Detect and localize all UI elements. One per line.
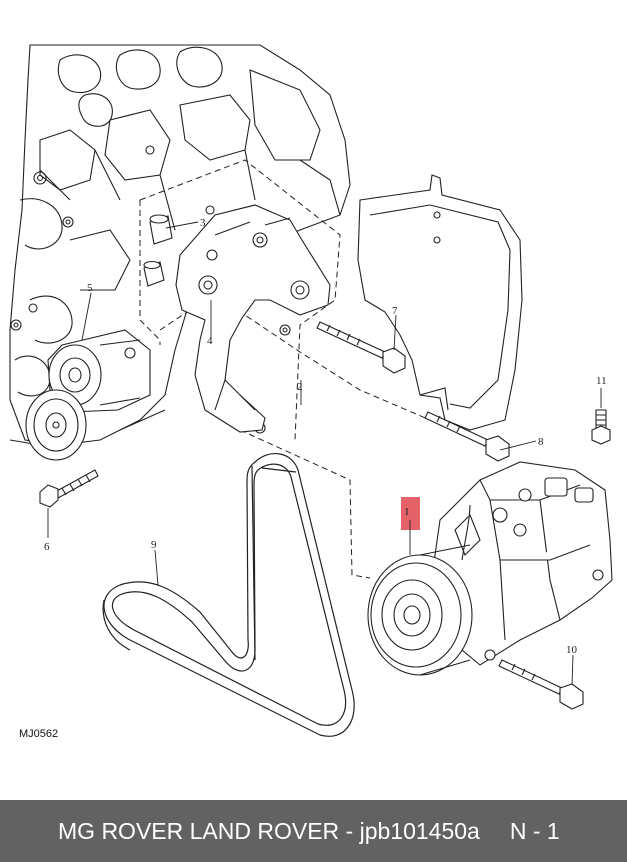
heat-shield — [357, 174, 523, 431]
bolt-10 — [498, 659, 584, 710]
footer-bar: MG ROVER LAND ROVER - jpb101450a N - 1 — [0, 800, 627, 862]
callout-2: 2 — [297, 381, 303, 393]
bolt-6 — [39, 469, 99, 508]
callout-7: 7 — [392, 305, 398, 317]
callout-4: 4 — [207, 335, 213, 347]
bolt-11 — [591, 409, 611, 445]
bolt-7 — [316, 321, 406, 374]
callout-6: 6 — [44, 541, 50, 553]
callout-1: 1 — [404, 506, 410, 518]
leader-lines — [47, 221, 602, 686]
callout-5: 5 — [87, 282, 93, 294]
callout-10: 10 — [566, 644, 578, 656]
highlight-marker — [401, 497, 420, 530]
callout-3: 3 — [200, 217, 206, 229]
mounting-bracket — [175, 204, 331, 433]
engine-block — [9, 44, 351, 446]
footer-title: MG ROVER LAND ROVER - jpb101450a — [58, 817, 480, 844]
dowel-pins — [143, 214, 173, 287]
bolt-8 — [424, 411, 510, 462]
drive-belt — [102, 453, 355, 737]
footer-page-label: N - 1 — [509, 817, 560, 844]
ac-compressor — [367, 461, 613, 676]
callout-11: 11 — [596, 375, 607, 387]
parts-diagram: 1 2 3 4 5 6 7 8 9 10 11 MJ0562 — [9, 44, 613, 740]
belt-tensioner — [25, 329, 151, 461]
callout-9: 9 — [151, 539, 157, 551]
diagram-reference-code: MJ0562 — [19, 728, 58, 740]
callout-8: 8 — [538, 436, 544, 448]
